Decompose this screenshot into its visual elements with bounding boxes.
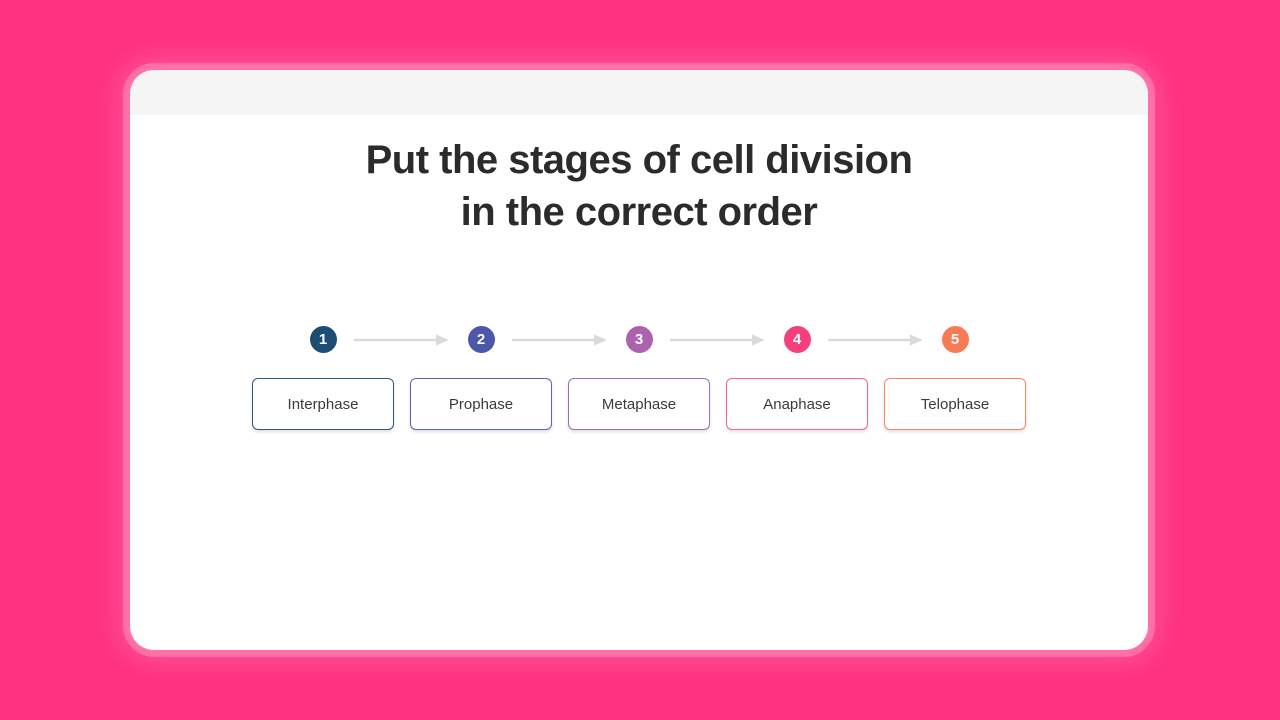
step-number-4: 4 (783, 326, 811, 353)
quiz-card: Put the stages of cell division in the c… (130, 70, 1148, 650)
question-title-line2: in the correct order (460, 190, 818, 234)
stages-area: 1 2 3 4 5 (252, 326, 1026, 430)
answer-box-metaphase[interactable]: Metaphase (568, 378, 710, 430)
arrow-right-icon (354, 334, 449, 345)
step-number-5: 5 (941, 326, 969, 353)
question-title-line1: Put the stages of cell division (365, 138, 913, 182)
step-cell: 5 (884, 326, 1026, 353)
arrow-right-icon (512, 334, 607, 345)
question-title: Put the stages of cell division in the c… (130, 134, 1148, 238)
step-number-3: 3 (625, 326, 653, 353)
step-cell: 1 (252, 326, 394, 353)
answer-box-interphase[interactable]: Interphase (252, 378, 394, 430)
answer-box-prophase[interactable]: Prophase (410, 378, 552, 430)
step-cell: 2 (410, 326, 552, 353)
arrow-right-icon (828, 334, 923, 345)
answer-boxes-row: Interphase Prophase Metaphase Anaphase T… (252, 378, 1026, 430)
step-cell: 4 (726, 326, 868, 353)
step-cell: 3 (568, 326, 710, 353)
answer-box-telophase[interactable]: Telophase (884, 378, 1026, 430)
step-number-2: 2 (467, 326, 495, 353)
step-number-1: 1 (309, 326, 337, 353)
arrow-right-icon (670, 334, 765, 345)
answer-box-anaphase[interactable]: Anaphase (726, 378, 868, 430)
card-header-bar (130, 70, 1148, 115)
stepper-row: 1 2 3 4 5 (252, 326, 1026, 353)
